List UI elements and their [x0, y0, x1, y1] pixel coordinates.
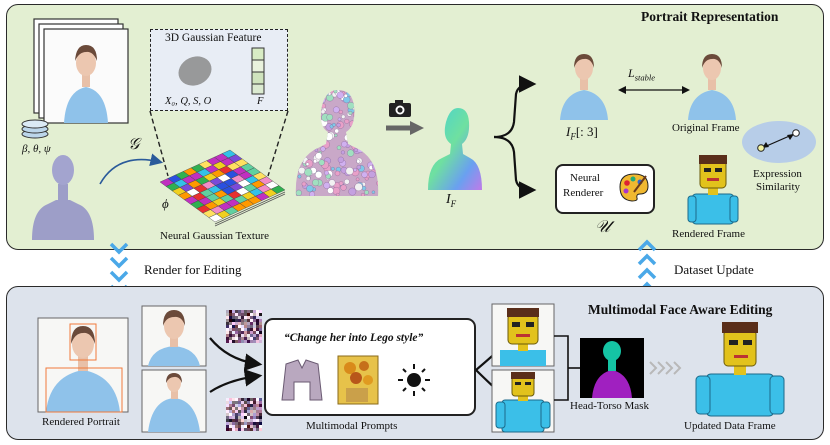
camera-icon: [389, 100, 411, 117]
outputs-to-mask-connector: [554, 335, 582, 401]
param-disks-icon: [21, 119, 49, 139]
neural-renderer-line1: Neural: [570, 172, 600, 184]
gaussian-feature-box: [150, 29, 288, 111]
feature-connector-lines: [149, 110, 289, 177]
crops-to-prompt-arrows: [209, 337, 263, 393]
feature-map-if: [428, 108, 482, 190]
smplx-body-mesh: [32, 155, 94, 240]
updated-data-frame-caption: Updated Data Frame: [684, 420, 776, 432]
face-aware-editing-title: Multimodal Face Aware Editing: [588, 302, 773, 317]
feature-params: X₀, Q, S, O: [165, 96, 212, 107]
frame-stack: [33, 18, 129, 124]
updated-data-frame: [695, 322, 785, 417]
projection-arrow: [386, 121, 424, 135]
if3-label: IF[: 3]: [566, 124, 598, 142]
original-frame-caption: Original Frame: [672, 122, 740, 134]
lego-full-output: [491, 369, 555, 433]
if-label: IF: [446, 192, 457, 209]
head-torso-mask: [580, 338, 644, 398]
neural-gaussian-texture-grid: [159, 149, 286, 227]
jacket-image: [281, 359, 323, 401]
multimodal-caption: Multimodal Prompts: [306, 420, 398, 432]
neural-renderer-line2: Renderer: [563, 187, 604, 199]
params-label: β, θ, ψ: [22, 143, 51, 155]
neural-renderer-box: [555, 164, 655, 214]
feature-box-title: 3D Gaussian Feature: [165, 32, 262, 44]
mask-to-update-chevrons: [649, 361, 682, 375]
portrait-woman-stack: [64, 45, 108, 123]
body-to-texture-arrow: [99, 153, 164, 185]
mask-caption: Head-Torso Mask: [570, 400, 649, 412]
u-label: 𝒰: [595, 217, 611, 236]
rendered-frame-caption: Rendered Frame: [672, 228, 745, 240]
render-for-editing-label: Render for Editing: [144, 262, 242, 277]
mapping-g-label: 𝒢: [128, 136, 140, 153]
feature-f-label: F: [257, 96, 264, 107]
sun-icon: [398, 364, 430, 396]
portrait-representation-title: Portrait Representation: [641, 9, 779, 24]
gaussian-blob-and-vector: [178, 47, 265, 95]
text-prompt: “Change her into Lego style”: [284, 332, 424, 344]
palette-icon: [619, 173, 649, 202]
lego-rendered-frame: [687, 155, 739, 225]
expression-caption-2: Similarity: [756, 181, 800, 193]
expression-similarity-space: [742, 121, 816, 163]
phi-label: ϕ: [162, 196, 169, 211]
if3-portrait: [560, 54, 608, 120]
split-brace: [493, 75, 537, 199]
lego-face-output: [491, 303, 555, 367]
original-frame-portrait: [688, 54, 736, 120]
sunflower-painting: [337, 355, 379, 405]
full-crop: [141, 369, 207, 433]
lstable-label: Lstable: [628, 66, 655, 83]
noise-square-bottom: [226, 398, 262, 431]
face-crop: [141, 305, 207, 367]
rendered-portrait: [37, 317, 129, 413]
texture-caption: Neural Gaussian Texture: [160, 230, 269, 242]
prompt-images: [281, 355, 430, 405]
noise-square-top: [226, 310, 262, 343]
expression-caption-1: Expression: [753, 168, 802, 180]
lstable-arrow: [618, 86, 690, 94]
dataset-update-label: Dataset Update: [674, 262, 754, 277]
gaussian-point-cloud: [295, 90, 379, 196]
rendered-portrait-caption: Rendered Portrait: [42, 416, 120, 428]
